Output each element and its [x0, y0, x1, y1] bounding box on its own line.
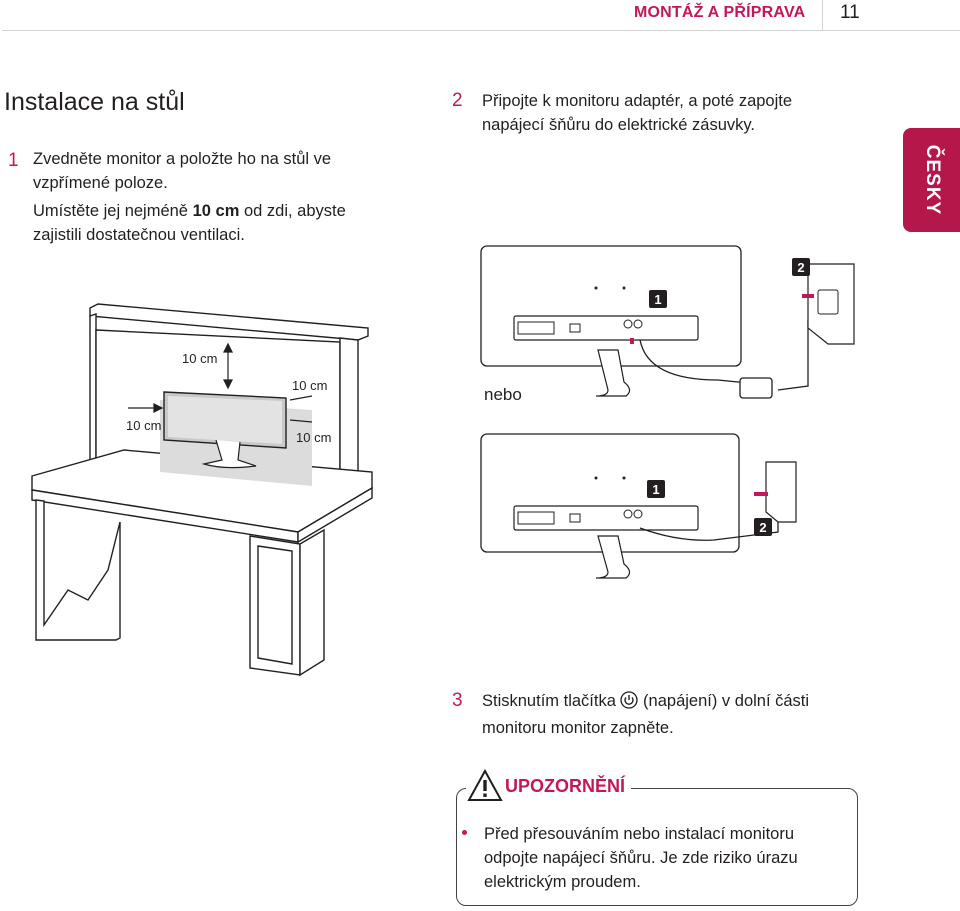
clearance-back-label: 10 cm [292, 378, 328, 393]
desk-cabinet-side [299, 528, 325, 677]
monitor-on-desk [163, 391, 287, 469]
badge-2: 2 [754, 518, 772, 536]
caution-line: Před přesouváním nebo instalací monitoru [484, 825, 795, 843]
step-2-number: 2 [452, 90, 463, 111]
language-tab: ČESKY [903, 128, 960, 232]
clearance-right-label: 10 cm [296, 430, 332, 445]
port-panel [513, 315, 699, 341]
monitor-back [480, 433, 740, 553]
monitor-stand [595, 349, 631, 397]
step-1-clearance-value: 10 cm [192, 202, 240, 220]
caution-line: elektrickým proudem. [484, 873, 641, 891]
bullet-dot [462, 830, 467, 835]
power-cable [639, 492, 779, 541]
badge-1-label: 1 [654, 292, 661, 307]
badge-2-label: 2 [797, 260, 804, 275]
desk-left-leg [35, 499, 121, 641]
step-1-text-segment: Umístěte jej nejméně [33, 202, 193, 220]
step-3-line: monitoru monitor zapněte. [482, 719, 674, 737]
step-1-clearance-line: Umístěte jej nejméně 10 cm od zdi, abyst… [33, 199, 413, 223]
desk-cabinet-door [257, 545, 293, 665]
step-1-line: Zvedněte monitor a položte ho na stůl ve [33, 150, 332, 168]
step-3-number: 3 [452, 690, 463, 711]
connection-figure-direct: 1 2 [480, 433, 797, 579]
badge-1-label: 1 [652, 482, 659, 497]
wall-outlet [765, 461, 797, 523]
caution-box [456, 788, 858, 906]
desk-side-edge [297, 486, 373, 544]
badge-1: 1 [647, 480, 665, 498]
clearance-left-label: 10 cm [126, 418, 162, 433]
step-3-text: Stisknutím tlačítka (napájení) v dolní č… [482, 689, 882, 740]
badge-1: 1 [649, 290, 667, 308]
caution-title: UPOZORNĚNÍ [503, 776, 632, 797]
monitor-stand [595, 535, 631, 579]
step-3-line: Stisknutím tlačítka (napájení) v dolní č… [482, 689, 882, 716]
page-title: Instalace na stůl [4, 88, 185, 116]
step-2-line: Připojte k monitoru adaptér, a poté zapo… [482, 92, 793, 110]
step-1-text: Zvedněte monitor a položte ho na stůl ve… [33, 147, 413, 247]
step-1-text-segment: od zdi, abyste [239, 202, 346, 220]
caution-text: Před přesouváním nebo instalací monitoru… [484, 822, 856, 894]
language-tab-label: ČESKY [921, 144, 943, 216]
step-1-number: 1 [8, 150, 19, 171]
clearance-top-label: 10 cm [182, 351, 218, 366]
desk-illustration [31, 303, 373, 677]
or-label: nebo [484, 385, 522, 404]
monitor-back [480, 245, 742, 367]
header-section-title: MONTÁŽ A PŘÍPRAVA [634, 4, 806, 21]
badge-2-label: 2 [759, 520, 766, 535]
header-rule [2, 30, 960, 31]
step-1-line: zajistili dostatečnou ventilaci. [33, 226, 245, 244]
warning-triangle-icon [466, 768, 504, 804]
step-1-line: vzpřímené poloze. [33, 174, 168, 192]
step-2-text: Připojte k monitoru adaptér, a poté zapo… [482, 89, 862, 137]
step-2-line: napájecí šňůru do elektrické zásuvky. [482, 116, 755, 134]
port-panel [513, 505, 699, 531]
connection-figure-adapter: 1 2 [480, 245, 855, 399]
badge-2: 2 [792, 258, 810, 276]
step-3-text-segment: (napájení) v dolní části [638, 692, 810, 710]
caution-line: odpojte napájecí šňůru. Je zde riziko úr… [484, 849, 798, 867]
power-icon [620, 691, 639, 716]
step-3-text-segment: Stisknutím tlačítka [482, 692, 621, 710]
back-clearance-arrow [289, 395, 313, 401]
header-divider [822, 0, 823, 30]
page-number: 11 [840, 2, 860, 23]
right-clearance-arrow [289, 419, 313, 423]
power-cable [639, 320, 809, 391]
power-adapter [739, 377, 773, 399]
